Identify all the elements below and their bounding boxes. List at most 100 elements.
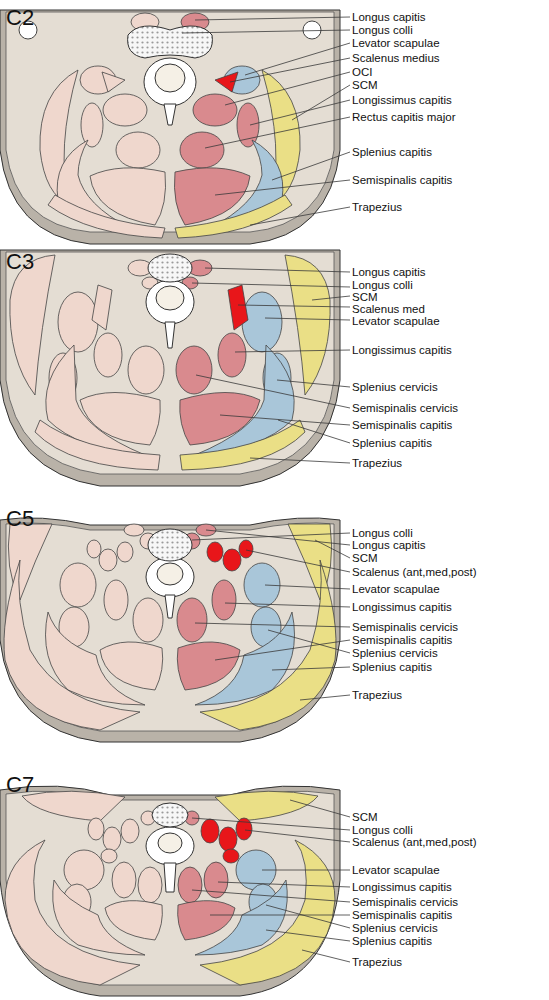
leader-lines-part	[218, 882, 350, 887]
muscle-label: Trapezius	[352, 456, 402, 470]
muscle-label: SCM	[352, 78, 378, 92]
leader-lines-part	[272, 152, 350, 180]
c7-section-part	[146, 827, 194, 865]
muscle-label: Levator scapulae	[352, 36, 440, 50]
muscle-label: Splenius cervicis	[352, 921, 438, 935]
c5-section-part	[157, 563, 183, 585]
leader-lines-part	[277, 380, 350, 387]
muscle-label: SCM	[352, 810, 378, 824]
muscle-label: Scalenus (ant,med,post)	[352, 835, 477, 849]
c7-section-part	[6, 791, 334, 985]
muscle-label: Splenius capitis	[352, 145, 432, 159]
leader-lines-part	[205, 268, 350, 272]
muscle-label: Longus capitis	[352, 538, 426, 552]
level-label: C7	[6, 772, 34, 798]
leader-lines	[182, 17, 350, 962]
muscle-label: Longissimus capitis	[352, 343, 452, 357]
leader-lines-part	[230, 58, 350, 82]
muscle-label: Splenius capitis	[352, 934, 432, 948]
muscle-label: Longus colli	[352, 526, 413, 540]
muscle-label: Semispinalis capitis	[352, 908, 452, 922]
c5-section-part	[4, 524, 163, 730]
muscle-label: Scalenus (ant,med,post)	[352, 565, 477, 579]
muscle-label: Trapezius	[352, 200, 402, 214]
leader-lines-part	[220, 415, 350, 425]
c7-section-part	[0, 786, 340, 996]
c5-section-part	[146, 557, 194, 597]
muscle-label: Splenius cervicis	[352, 646, 438, 660]
c2-section-part	[164, 104, 176, 125]
leader-lines-part	[225, 603, 350, 607]
muscle-label: Levator scapulae	[352, 582, 440, 596]
muscle-label: Longissimus capitis	[352, 600, 452, 614]
leader-lines-part	[195, 623, 350, 627]
leader-lines-part	[192, 283, 350, 287]
leader-lines-part	[206, 530, 350, 545]
c3-section-part	[176, 255, 330, 470]
leader-lines-part	[250, 100, 350, 125]
c2-section	[0, 10, 340, 244]
leader-lines-part	[210, 915, 350, 916]
c7-section-part	[152, 803, 188, 827]
muscle-label: SCM	[352, 290, 378, 304]
c7-section-part	[164, 863, 176, 892]
c7-section	[0, 786, 340, 996]
muscle-label: SCM	[352, 551, 378, 565]
c2-section-part	[144, 58, 196, 106]
muscle-label: Trapezius	[352, 955, 402, 969]
c5-section-part	[0, 518, 340, 742]
leader-lines-part	[235, 350, 350, 352]
leader-lines-part	[250, 207, 350, 225]
leader-lines-part	[192, 890, 350, 902]
c3-section-part	[156, 286, 184, 310]
level-label: C5	[6, 506, 34, 532]
c3-section-part	[146, 280, 194, 324]
muscle-label: Splenius capitis	[352, 436, 432, 450]
muscle-label: Levator scapulae	[352, 863, 440, 877]
leader-lines-part	[278, 420, 350, 443]
leader-lines-part	[215, 180, 350, 195]
c2-section-part	[128, 26, 213, 58]
c5-section-part	[165, 595, 175, 618]
muscle-label: Semispinalis capitis	[352, 173, 452, 187]
muscle-label: Levator scapulae	[352, 314, 440, 328]
leader-lines-part	[266, 930, 350, 941]
muscle-label: OCI	[352, 65, 372, 79]
c5-section	[0, 518, 340, 742]
muscle-label: Rectus capitis major	[352, 110, 456, 124]
leader-lines-part	[182, 30, 350, 33]
c2-section-part	[155, 64, 185, 92]
leader-lines-part	[195, 17, 350, 20]
muscle-label: Semispinalis capitis	[352, 633, 452, 647]
muscle-label: Longus capitis	[352, 265, 426, 279]
muscle-label: Longus colli	[352, 823, 413, 837]
muscle-label: Longus capitis	[352, 10, 426, 24]
muscle-label: Semispinalis capitis	[352, 418, 452, 432]
muscle-label: Semispinalis cervicis	[352, 620, 458, 634]
c5-section-part	[148, 529, 192, 561]
level-label: C2	[6, 5, 34, 31]
leader-lines-part	[225, 72, 350, 105]
c3-section-part	[165, 322, 175, 348]
leader-lines-part	[205, 117, 350, 148]
leader-lines-part	[268, 630, 350, 653]
c2-section-part	[303, 21, 321, 39]
c3-section-part	[148, 254, 192, 282]
muscle-label: Trapezius	[352, 688, 402, 702]
leader-lines-part	[238, 305, 350, 307]
muscle-label: Scalenus medius	[352, 51, 440, 65]
muscle-label: Longus colli	[352, 278, 413, 292]
leader-lines-part	[265, 318, 350, 320]
leader-lines-part	[215, 640, 350, 660]
leader-lines-part	[302, 950, 350, 962]
leader-lines-part	[265, 585, 350, 589]
leader-lines-part	[192, 818, 350, 830]
leader-lines-part	[245, 43, 350, 75]
leader-lines-part	[312, 296, 350, 300]
leader-lines-part	[196, 375, 350, 408]
muscle-label: Splenius capitis	[352, 660, 432, 674]
leader-lines-part	[262, 870, 350, 871]
c7-section-part	[158, 833, 182, 853]
